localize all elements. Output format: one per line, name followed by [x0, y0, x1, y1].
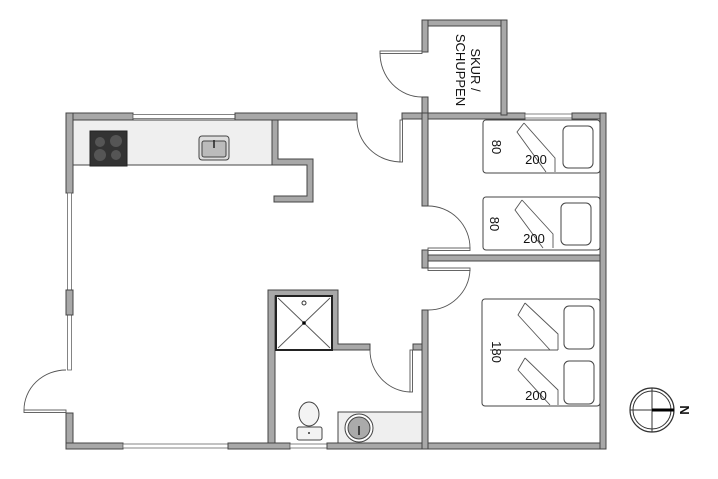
double-bed: 180 200 — [481, 298, 601, 407]
single-bed-1: 80 200 — [482, 119, 601, 174]
bed-2-length: 200 — [523, 231, 545, 246]
partition-wall — [271, 119, 314, 203]
shed-door[interactable] — [379, 50, 423, 98]
bathroom — [267, 289, 423, 444]
front-door-top[interactable] — [356, 119, 403, 163]
toilet-icon — [296, 401, 323, 441]
single-bed-2: 80 200 — [482, 196, 601, 251]
shower-icon — [275, 295, 333, 351]
bed-1-width: 80 — [489, 140, 504, 154]
compass-icon: N — [629, 387, 692, 433]
shed-label-line1: SKUR / — [468, 48, 483, 92]
hob-icon — [89, 130, 128, 167]
bedroom-1-door[interactable] — [427, 205, 471, 251]
kitchen-sink-icon — [198, 135, 230, 161]
shed: SKUR / SCHUPPEN — [379, 19, 508, 116]
entrance-door[interactable] — [23, 369, 67, 413]
double-bed-width: 180 — [489, 341, 504, 363]
bathroom-door[interactable] — [369, 349, 413, 393]
kitchen — [72, 119, 314, 203]
bed-2-width: 80 — [487, 217, 502, 231]
bedroom-2-door[interactable] — [427, 267, 471, 311]
exterior-walls — [65, 112, 607, 450]
bathroom-sink-icon — [337, 411, 423, 444]
shed-label-line2: SCHUPPEN — [453, 34, 468, 106]
compass-north-label: N — [677, 405, 692, 414]
bed-1-length: 200 — [525, 152, 547, 167]
double-bed-length: 200 — [525, 388, 547, 403]
interior-walls — [421, 112, 601, 450]
